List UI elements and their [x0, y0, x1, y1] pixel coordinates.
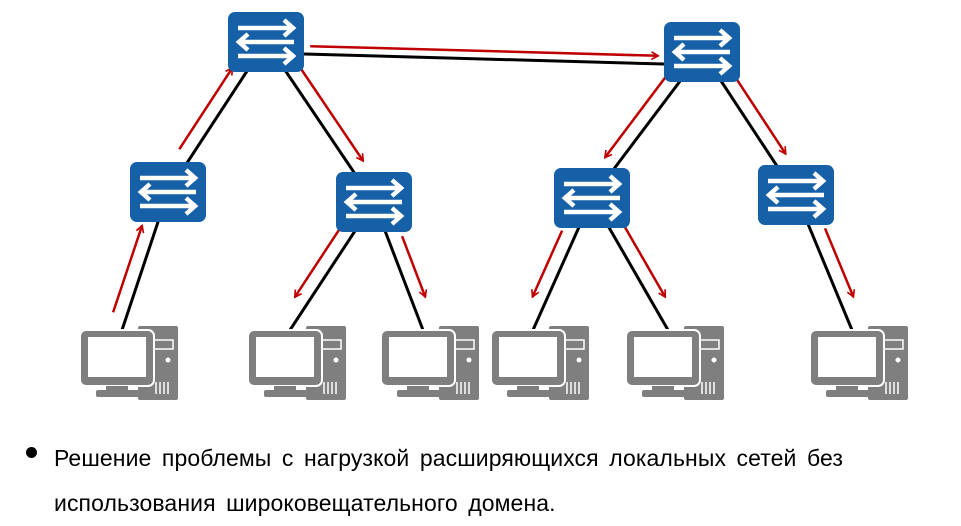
- switch-icon: [758, 165, 834, 225]
- bullet-item: Решение проблемы с нагрузкой расширяющих…: [26, 436, 946, 526]
- desktop-computer-icon: [380, 325, 480, 401]
- flow-arrow-s4-to-pc3: [400, 235, 425, 297]
- link-s1-s2: [303, 52, 665, 66]
- flow-arrow-s6-to-pc6: [823, 227, 853, 297]
- switch-icon: [130, 162, 206, 222]
- flow-arrow-s2-to-s6: [735, 78, 787, 153]
- network-topology-diagram: [79, 0, 909, 401]
- desktop-computer-icon: [490, 325, 590, 401]
- nodes-layer: [79, 12, 909, 401]
- flow-arrow-s2-to-s5: [605, 76, 667, 158]
- desktop-computer-icon: [247, 325, 347, 401]
- switch-icon: [554, 168, 630, 228]
- flow-arrow-s1-to-s2: [310, 44, 658, 56]
- flow-arrow-s3-to-s1: [178, 68, 234, 150]
- desktop-computer-icon: [809, 325, 909, 401]
- switch-icon: [664, 22, 740, 82]
- flow-arrow-s5-to-pc5: [624, 226, 667, 297]
- desktop-computer-icon: [625, 325, 725, 401]
- flow-arrow-s4-to-pc2: [293, 228, 341, 297]
- bullet-dot-icon: [26, 447, 37, 458]
- flow-arrow-pc1-to-s3: [111, 226, 142, 313]
- caption: Решение проблемы с нагрузкой расширяющих…: [26, 436, 946, 526]
- caption-text: Решение проблемы с нагрузкой расширяющих…: [54, 445, 844, 516]
- desktop-computer-icon: [79, 325, 179, 401]
- links-layer: [120, 41, 854, 331]
- flows-layer: [111, 44, 853, 313]
- flow-arrow-s1-to-s4: [300, 68, 365, 161]
- switch-icon: [228, 12, 304, 72]
- switch-icon: [336, 172, 412, 232]
- flow-arrow-s5-to-pc4: [533, 230, 564, 297]
